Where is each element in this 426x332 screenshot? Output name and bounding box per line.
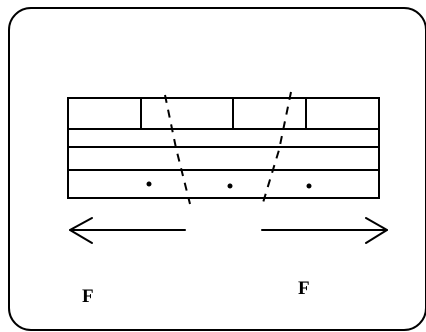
layered-block: [67, 97, 380, 199]
force-arrow-left: [69, 217, 186, 244]
fracture-lines: [164, 91, 292, 207]
fracture-line-left: [164, 94, 191, 205]
force-arrow-right-head: [365, 217, 388, 244]
force-arrow-left-head: [69, 217, 93, 244]
block-points: [146, 181, 312, 189]
fracture-line-right: [261, 91, 292, 207]
point-right: [306, 183, 312, 189]
force-arrow-right: [261, 217, 388, 244]
diagram-border: [8, 7, 426, 331]
force-label-right: F: [298, 278, 310, 299]
point-center: [227, 183, 233, 189]
force-label-left: F: [82, 286, 94, 307]
point-left: [146, 181, 152, 187]
